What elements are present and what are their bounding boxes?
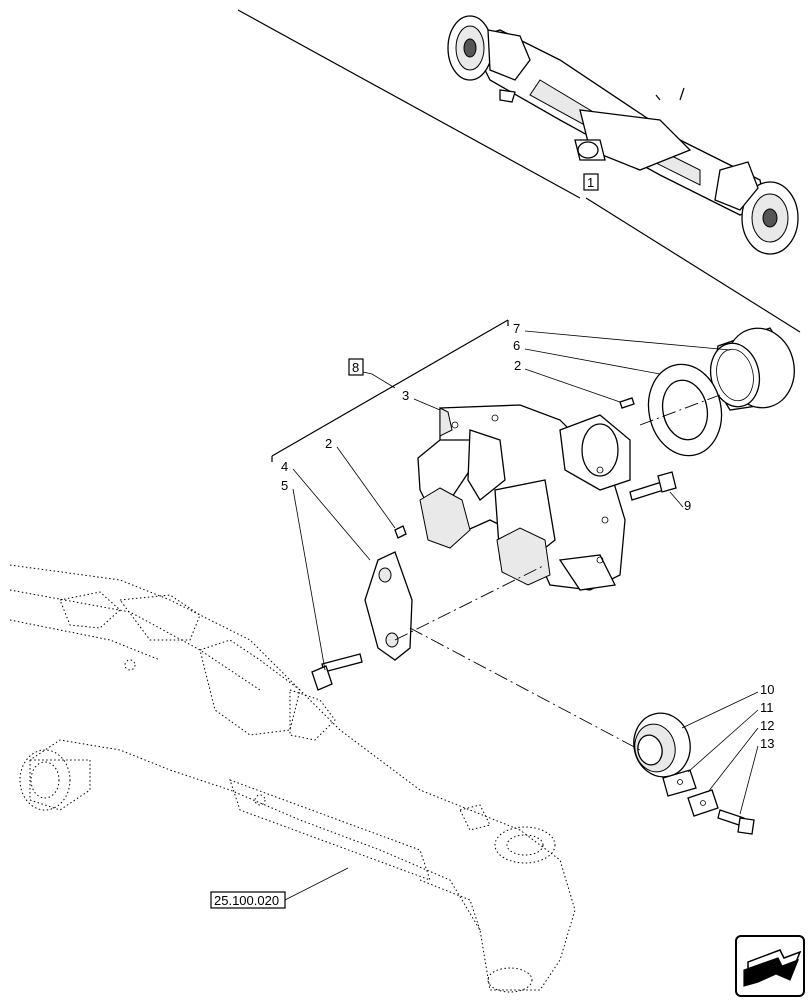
- part-4-bearing-cap: [364, 551, 413, 661]
- reference-label[interactable]: 25.100.020: [214, 893, 279, 908]
- assembly-frame: 8: [271, 319, 509, 462]
- callout-5-label: 5: [281, 478, 288, 493]
- part-6-shim: [647, 363, 723, 457]
- page-arrow-icon[interactable]: [735, 935, 805, 997]
- callout-8-label: 8: [352, 360, 359, 375]
- part-12-lock-plate: [687, 789, 719, 817]
- callout-6-label: 6: [513, 338, 520, 353]
- callout-7-label: 7: [513, 321, 520, 336]
- reference-link[interactable]: 25.100.020: [210, 867, 349, 909]
- part-5-bolt: [311, 653, 363, 691]
- callout-13-label: 13: [760, 736, 774, 751]
- callout-8-box: [348, 358, 364, 376]
- callout-12-label: 12: [760, 718, 774, 733]
- assembly-axes: [394, 394, 721, 751]
- part-11-lock-plate: [662, 769, 697, 797]
- callout-2b-label: 2: [325, 436, 332, 451]
- callout-leaders: 7 6 2 3 2 4 5 9 10 11 12 13: [281, 321, 774, 815]
- callout-4-label: 4: [281, 459, 288, 474]
- callout-11-label: 11: [760, 700, 774, 715]
- callout-9-label: 9: [684, 498, 691, 513]
- part-13-screw: [717, 809, 755, 835]
- part-9-bolt: [629, 471, 677, 501]
- part-7-bushing: [709, 327, 795, 411]
- full-axle-overview: 1: [237, 9, 801, 333]
- callout-2a-label: 2: [514, 358, 521, 373]
- callout-10-label: 10: [760, 682, 774, 697]
- callout-1-label: 1: [587, 175, 594, 190]
- callout-1-box: [583, 173, 599, 191]
- phantom-axle-housing: [9, 564, 576, 993]
- part-2-pin-left: [394, 525, 407, 539]
- part-10-adjuster-ring: [633, 712, 691, 778]
- callout-3-label: 3: [402, 388, 409, 403]
- part-3-carrier: [417, 404, 631, 591]
- part-2-pin-upper: [619, 397, 635, 409]
